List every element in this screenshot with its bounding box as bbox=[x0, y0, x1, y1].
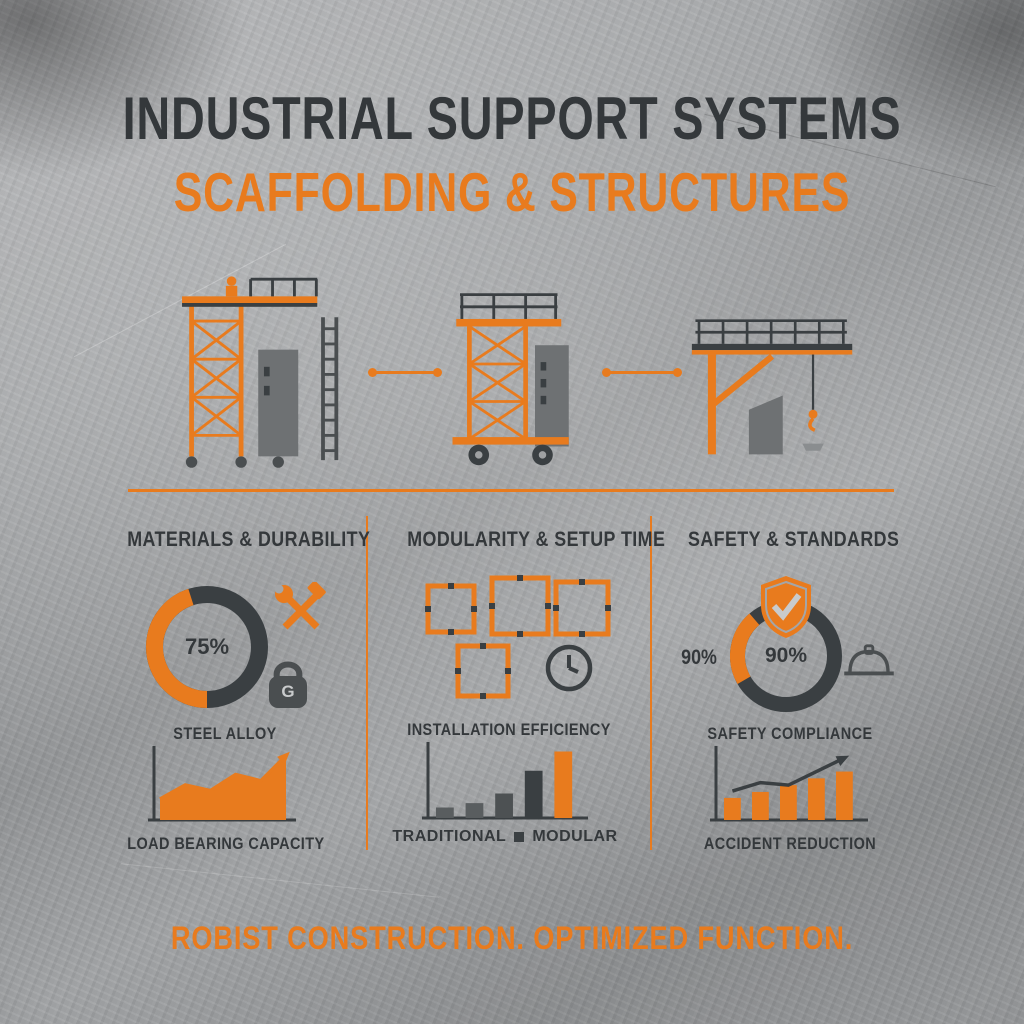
materials-donut-value: 75% bbox=[184, 634, 230, 659]
legend-label-modular: MODULAR bbox=[532, 828, 618, 845]
vertical-divider-2 bbox=[650, 516, 652, 850]
materials-heading: MATERIALS & DURABILITY bbox=[127, 528, 371, 551]
connector-line bbox=[606, 371, 678, 374]
hard-hat-icon bbox=[844, 644, 894, 676]
guardrail bbox=[460, 293, 558, 319]
safety-compliance-label: SAFETY COMPLIANCE bbox=[707, 724, 873, 743]
installation-legend: TRADITIONAL MODULAR bbox=[390, 828, 620, 846]
legend-label-traditional: TRADITIONAL bbox=[392, 828, 507, 845]
steel-alloy-label: STEEL ALLOY bbox=[173, 724, 277, 743]
platform-railing bbox=[695, 319, 847, 344]
page-subtitle: SCAFFOLDING & STRUCTURES bbox=[173, 161, 851, 223]
safety-donut-value: 90% bbox=[764, 644, 808, 667]
clock-icon bbox=[545, 644, 593, 692]
kettlebell-letter: G bbox=[281, 682, 295, 701]
materials-donut-chart: 75% bbox=[146, 586, 268, 708]
accident-reduction-chart bbox=[710, 746, 868, 822]
vertical-divider-1 bbox=[366, 516, 368, 850]
load-bearing-label: LOAD BEARING CAPACITY bbox=[127, 834, 325, 853]
background-scratch bbox=[120, 863, 440, 898]
flow-connector bbox=[368, 367, 442, 377]
tower-scaffold-illustration bbox=[182, 276, 339, 468]
installation-efficiency-label: INSTALLATION EFFICIENCY bbox=[407, 720, 611, 739]
shield-check-icon bbox=[761, 576, 811, 638]
load-bearing-chart bbox=[148, 746, 296, 822]
connector-dot bbox=[673, 368, 682, 377]
safety-side-value: 90% bbox=[681, 646, 717, 669]
horizontal-divider bbox=[128, 489, 894, 492]
platform-railing bbox=[249, 277, 318, 297]
hoist-hook-icon bbox=[802, 354, 824, 451]
flow-connector bbox=[602, 367, 682, 377]
legend-marker bbox=[514, 832, 525, 842]
mobile-scaffold-illustration bbox=[452, 293, 569, 466]
caster-wheels bbox=[468, 444, 553, 466]
installation-efficiency-chart bbox=[422, 742, 588, 820]
footer-tagline: ROBIST CONSTRUCTION. OPTIMIZED FUNCTION. bbox=[170, 920, 854, 956]
modularity-heading: MODULARITY & SETUP TIME bbox=[407, 528, 666, 551]
modular-frame-panels-icon bbox=[425, 575, 611, 699]
connector-line bbox=[372, 371, 438, 374]
connector-dot bbox=[433, 368, 442, 377]
kettlebell-weight-icon bbox=[269, 661, 307, 708]
safety-heading: SAFETY & STANDARDS bbox=[688, 528, 900, 551]
worker-icon bbox=[225, 276, 238, 297]
cantilever-platform-illustration bbox=[691, 319, 853, 455]
crossed-tools-icon bbox=[274, 582, 326, 630]
accident-reduction-label: ACCIDENT REDUCTION bbox=[703, 834, 877, 853]
page-title: INDUSTRIAL SUPPORT SYSTEMS bbox=[122, 85, 902, 152]
donut-ring bbox=[146, 586, 268, 708]
